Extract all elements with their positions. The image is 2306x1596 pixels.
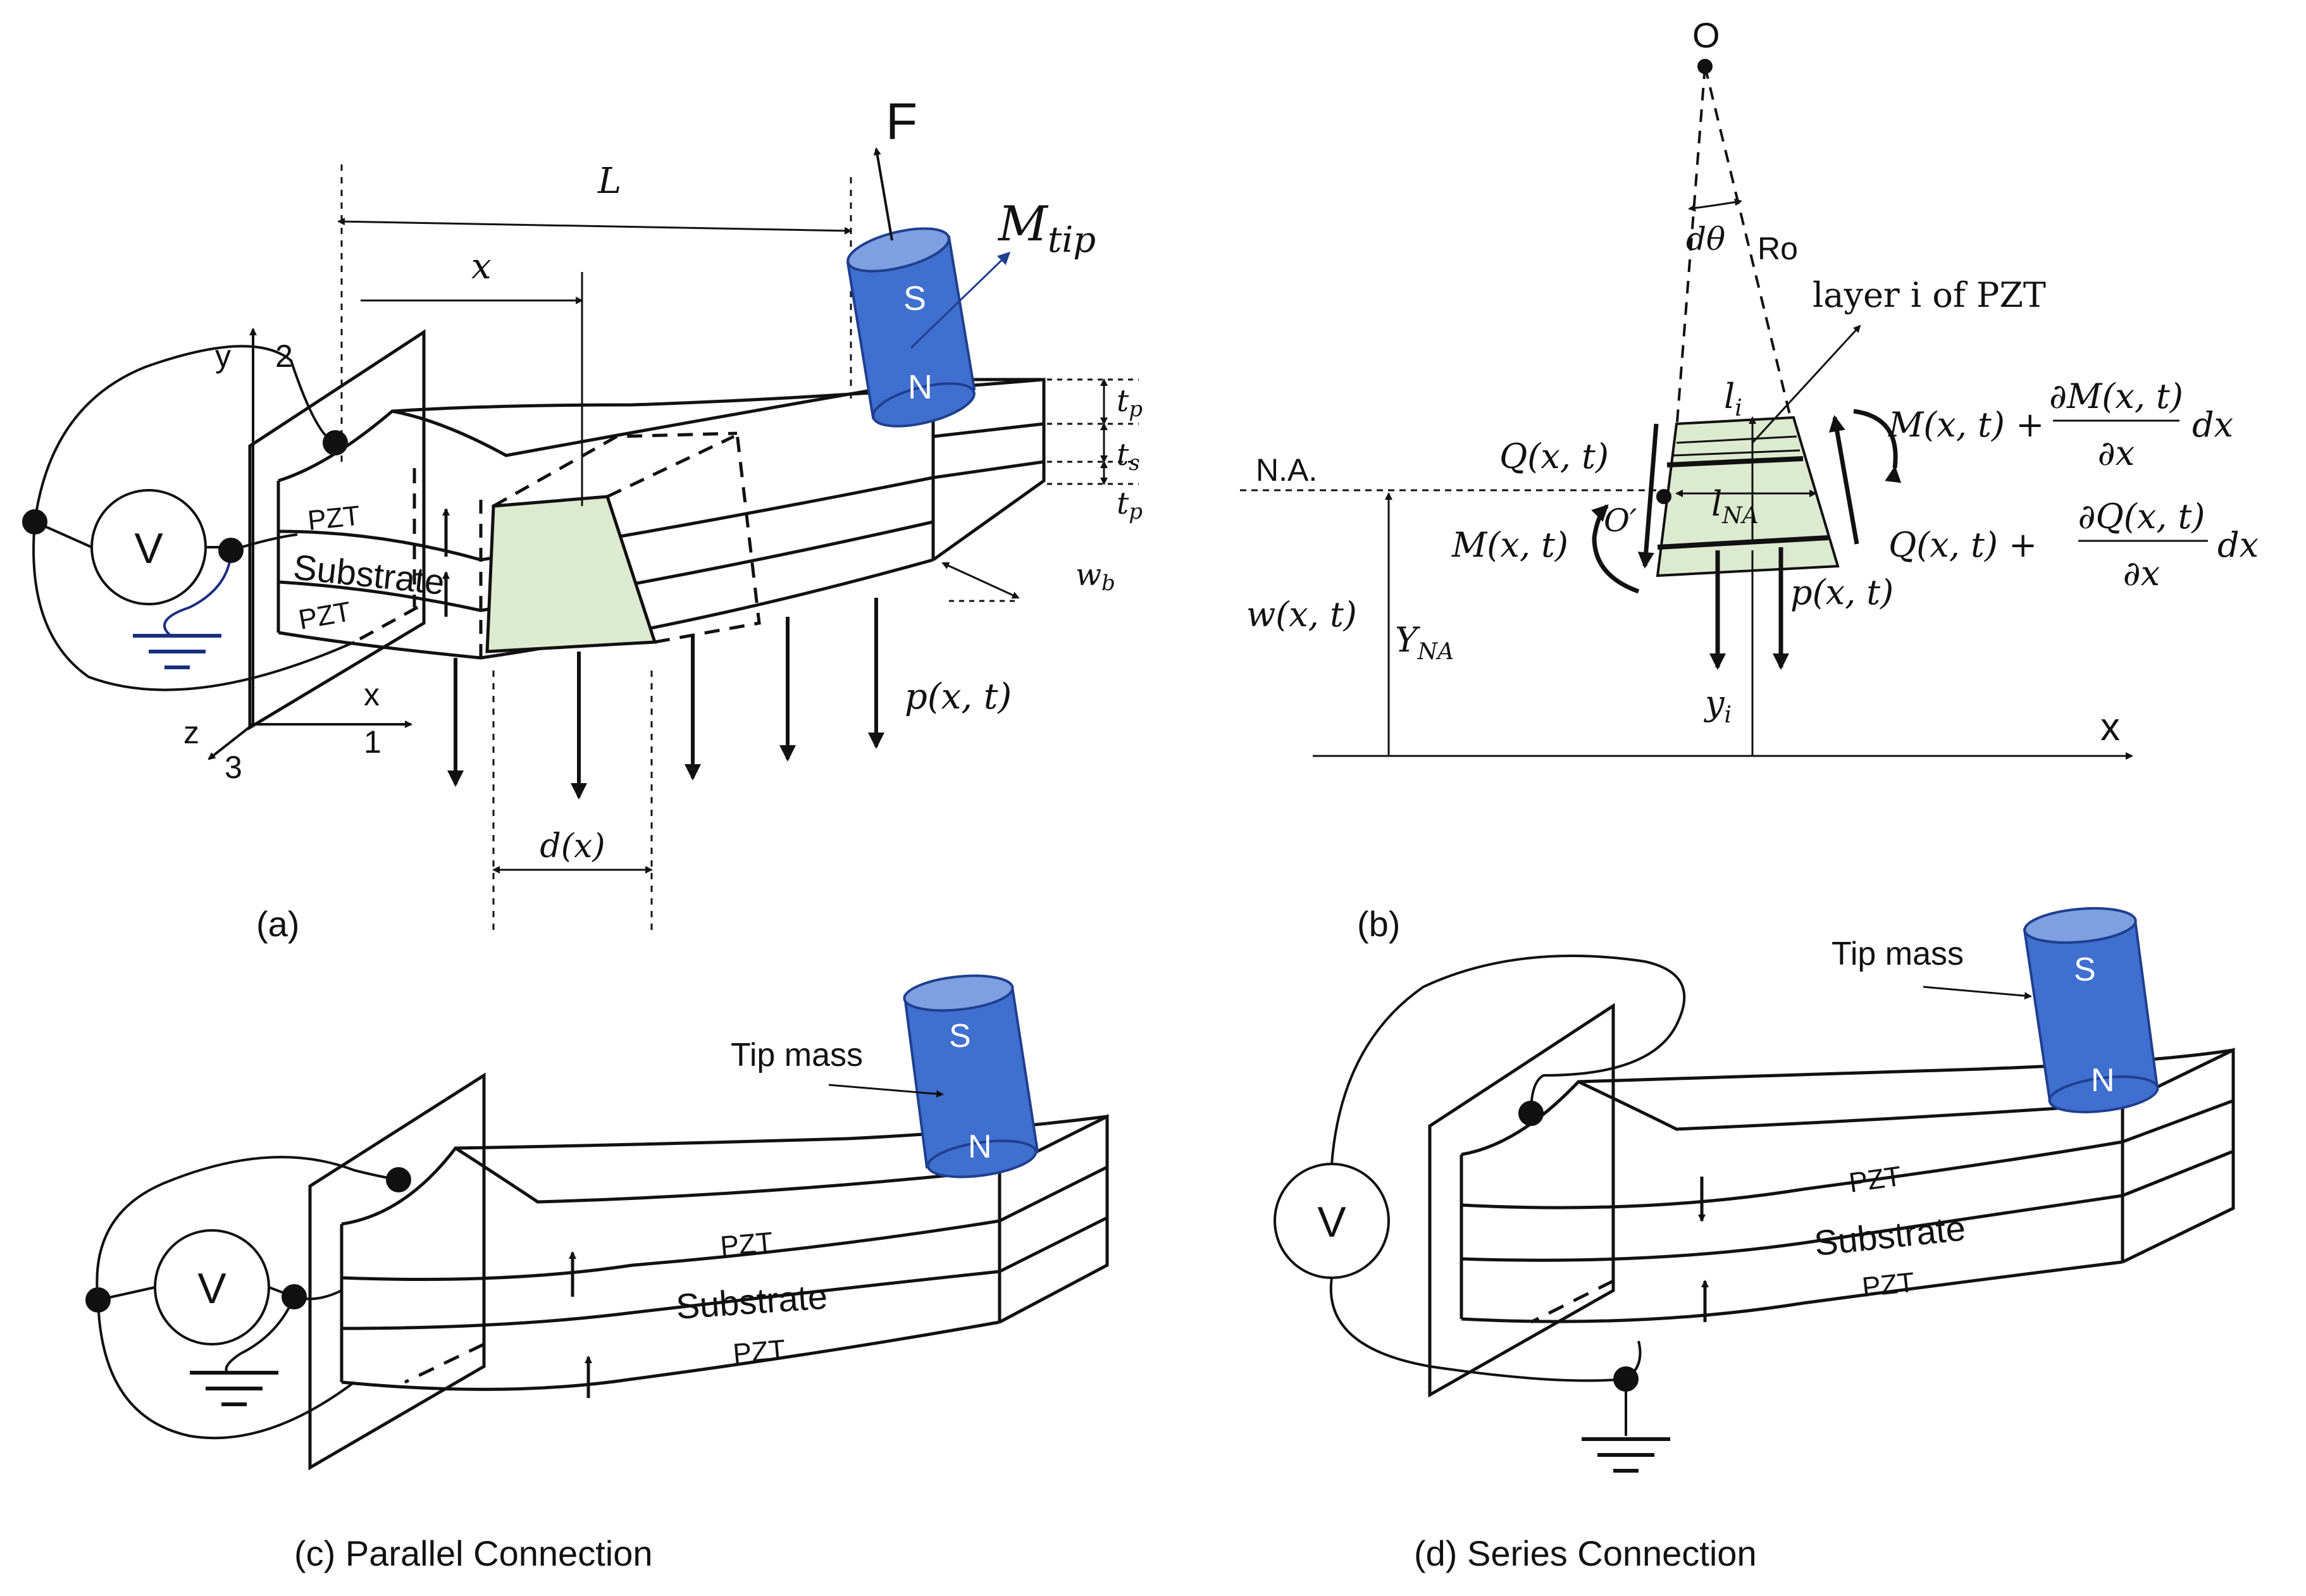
panel-b bbox=[1240, 59, 2133, 760]
tp-bot-label: tp bbox=[1117, 486, 1143, 524]
load-arrows-a bbox=[447, 598, 884, 800]
voltage-label-a: V bbox=[134, 524, 163, 572]
m-right-dx: dx bbox=[2192, 405, 2233, 445]
force-label: F bbox=[886, 93, 917, 151]
caption-c: (c) Parallel Connection bbox=[294, 1533, 652, 1573]
panel-d-text: Tip mass S N PZT Substrate PZT V (d) Ser… bbox=[1317, 936, 2114, 1573]
pole-s-c: S bbox=[949, 1018, 971, 1055]
axis-y-label-a: y bbox=[215, 338, 231, 374]
pole-s-a: S bbox=[903, 280, 926, 318]
pole-n-c: N bbox=[968, 1129, 992, 1165]
q-right-den: ∂x bbox=[2123, 554, 2160, 593]
tip-magnet-a bbox=[846, 227, 1011, 428]
origin-label: O bbox=[1692, 15, 1720, 55]
w-label: w(x, t) bbox=[1246, 595, 1357, 634]
ts-label: ts bbox=[1117, 437, 1140, 476]
yi-label: yi bbox=[1704, 683, 1732, 728]
tp-top-label: tp bbox=[1117, 383, 1143, 422]
layer-mid-label-c: Substrate bbox=[674, 1276, 829, 1327]
o-prime-label: O′ bbox=[1604, 502, 1637, 539]
dtheta-label: dθ bbox=[1686, 221, 1725, 257]
q-right-num: ∂Q(x, t) bbox=[2078, 497, 2205, 536]
load-label-a: p(x, t) bbox=[905, 676, 1012, 717]
circuit-c bbox=[85, 1156, 411, 1440]
caption-d: (d) Series Connection bbox=[1414, 1533, 1757, 1573]
length-label: L bbox=[597, 161, 621, 202]
lna-label: lNA bbox=[1711, 484, 1759, 529]
voltage-label-c: V bbox=[197, 1265, 226, 1313]
panel-d bbox=[1274, 906, 2235, 1473]
axes-a bbox=[208, 328, 412, 760]
tip-magnet-c bbox=[903, 974, 1039, 1178]
pole-s-d: S bbox=[2074, 951, 2096, 988]
clamp-wall-c bbox=[308, 1072, 486, 1471]
axis-x-label-b: x bbox=[2100, 705, 2120, 749]
na-label: N.A. bbox=[1256, 452, 1317, 488]
q-left-label: Q(x, t) bbox=[1499, 436, 1609, 476]
axis-3-label: 3 bbox=[225, 750, 242, 785]
m-right-num: ∂M(x, t) bbox=[2049, 376, 2183, 416]
force-arrow bbox=[873, 147, 893, 241]
width-label: wb bbox=[1076, 557, 1115, 596]
layer-mid-label-d: Substrate bbox=[1813, 1208, 1968, 1263]
voltage-label-d: V bbox=[1317, 1198, 1346, 1246]
layer-top-label-c: PZT bbox=[719, 1227, 774, 1262]
tip-magnet-d bbox=[2023, 906, 2159, 1113]
pole-n-a: N bbox=[908, 368, 933, 406]
circuit-a bbox=[22, 345, 355, 691]
caption-a: (a) bbox=[256, 904, 299, 944]
m-right-den: ∂x bbox=[2098, 433, 2135, 473]
q-right-dx: dx bbox=[2217, 525, 2259, 565]
caption-b: (b) bbox=[1357, 904, 1400, 944]
q-right-label: Q(x, t) + bbox=[1888, 525, 2037, 565]
axis-x-label-a: x bbox=[364, 677, 380, 712]
tip-mass-label-d: Tip mass bbox=[1832, 936, 1964, 972]
panel-c bbox=[85, 974, 1109, 1471]
layer-top-label-a: PZT bbox=[306, 500, 362, 536]
layer-top-label-d: PZT bbox=[1847, 1161, 1904, 1199]
panel-c-text: Tip mass S N PZT Substrate PZT V (c) Par… bbox=[197, 1018, 991, 1573]
axis-2-label: 2 bbox=[275, 338, 293, 374]
element-dx bbox=[485, 495, 657, 653]
clamp-wall bbox=[248, 329, 426, 731]
tip-mass-label-c: Tip mass bbox=[731, 1037, 863, 1073]
layer-note-label: layer i of PZT bbox=[1813, 275, 2046, 315]
circuit-d bbox=[1274, 955, 1686, 1473]
pole-n-d: N bbox=[2091, 1062, 2115, 1099]
element-b bbox=[1656, 416, 1840, 578]
element-dashed bbox=[353, 431, 761, 644]
radius-label: Ro bbox=[1757, 231, 1798, 266]
panel-a bbox=[22, 147, 1139, 930]
load-label-b: p(x, t) bbox=[1790, 572, 1894, 612]
li-label: li bbox=[1724, 376, 1742, 421]
yna-label: YNA bbox=[1395, 620, 1454, 665]
clamp-wall-d bbox=[1428, 1003, 1615, 1398]
panel-b-text: O dθ Ro layer i of PZT li lNA N.A. Q(x, … bbox=[1246, 15, 2259, 944]
axis-z-label: z bbox=[183, 715, 199, 750]
element-width-label: d(x) bbox=[540, 827, 605, 865]
axis-1-label: 1 bbox=[364, 724, 381, 760]
m-left-label: M(x, t) bbox=[1451, 525, 1568, 565]
position-label: x bbox=[471, 246, 492, 287]
layer-bot-label-d: PZT bbox=[1861, 1267, 1916, 1303]
layer-bot-label-c: PZT bbox=[732, 1334, 787, 1370]
tip-mass-label-a: Mtip bbox=[997, 195, 1096, 261]
layer-bot-label-a: PZT bbox=[296, 596, 353, 636]
dimensions-a bbox=[337, 164, 1139, 930]
m-right-label: M(x, t) + bbox=[1888, 405, 2044, 445]
